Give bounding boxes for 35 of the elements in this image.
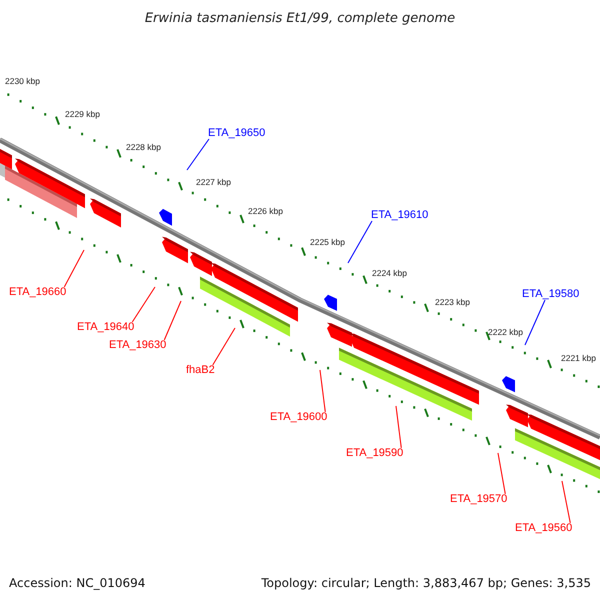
footer-text: Topology: circular; Length: 3,883,467 bp; Genes: 3,535 [261,575,591,592]
gene-label: ETA_19650 [208,127,266,140]
leader-line [396,406,402,448]
gene-label: ETA_19660 [9,286,66,299]
scale-label: 2227 kbp [196,176,231,189]
scale-label: 2229 kbp [65,108,100,121]
gene-label: ETA_19580 [522,288,580,301]
title: Erwinia tasmaniensis Et1/99, complete genome [144,10,456,28]
gene-label: ETA_19640 [77,321,134,334]
leader-line [164,300,182,340]
leader-line [562,480,571,524]
gene-label: ETA_19630 [109,339,166,352]
leader-line [132,286,156,322]
gene-label: ETA_19570 [450,493,508,506]
leader-line [64,250,84,288]
gene-label: fhaB2 [186,364,215,377]
leader-line [498,452,506,494]
scale-label: 2226 kbp [248,205,283,218]
footer-text: Accession: NC_010694 [9,575,146,592]
gene-label: ETA_19610 [371,209,428,222]
leader-line [348,220,372,264]
gene-label: ETA_19590 [346,447,404,460]
gene-label: ETA_19600 [270,411,328,424]
scale-label: 2224 kbp [372,267,407,280]
scale-label: 2225 kbp [310,236,345,249]
scale-label: 2228 kbp [126,141,161,154]
scale-label: 2230 kbp [5,75,40,88]
leader-line [524,300,546,346]
scale-label: 2222 kbp [488,326,523,339]
scale-label: 2221 kbp [561,352,596,365]
scale-label: 2223 kbp [435,296,470,309]
leader-line [186,138,210,170]
gene-label: ETA_19560 [515,522,572,535]
leader-line [320,370,326,412]
leader-line [212,328,236,366]
